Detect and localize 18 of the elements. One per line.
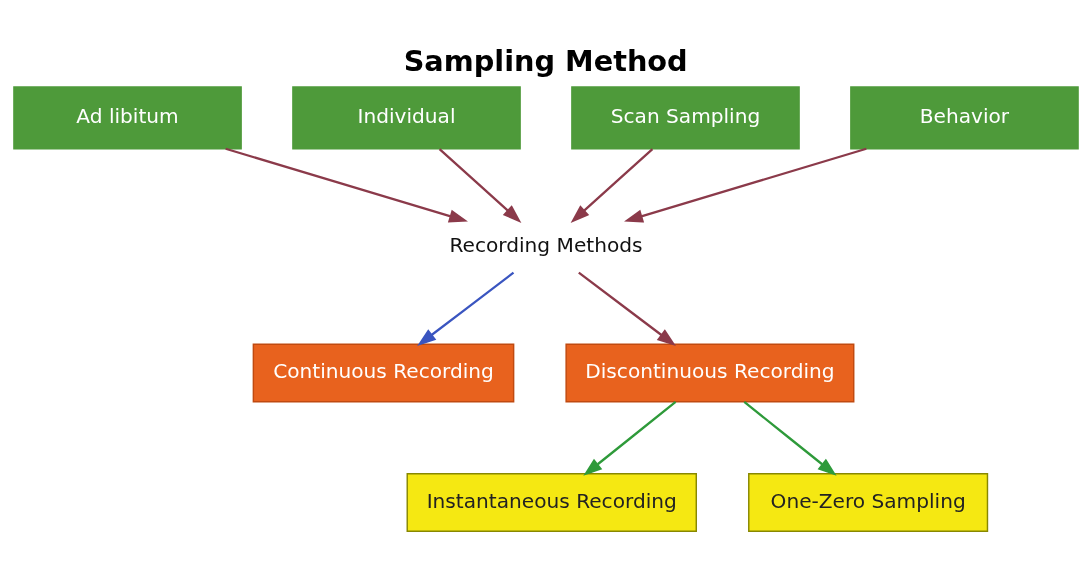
arrow	[743, 400, 837, 476]
arrow	[570, 147, 654, 223]
node-box: Scan Sampling	[571, 85, 800, 149]
node-box: Individual	[292, 85, 521, 149]
node-box: Continuous Recording	[252, 343, 515, 403]
arrow	[417, 271, 515, 346]
arrow	[624, 147, 867, 223]
arrow	[583, 400, 677, 476]
arrow	[578, 271, 676, 346]
arrow	[225, 147, 468, 223]
node-text: Recording Methods	[449, 232, 643, 257]
node-box: Ad libitum	[13, 85, 242, 149]
node-box: One-Zero Sampling	[748, 472, 989, 532]
arrow	[438, 147, 522, 223]
node-box: Instantaneous Recording	[406, 472, 697, 532]
node-box: Discontinuous Recording	[565, 343, 855, 403]
diagram-title: Sampling Method	[403, 43, 688, 78]
node-box: Behavior	[850, 85, 1079, 149]
